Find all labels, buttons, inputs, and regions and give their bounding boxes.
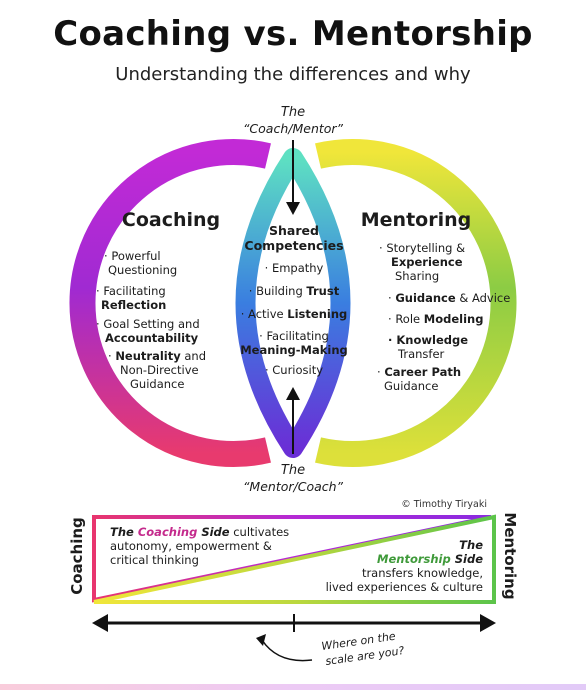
top-label-line1: The — [281, 105, 305, 120]
mentoring-item-5-line2: Guidance — [384, 379, 438, 393]
mentorship-side-line4: lived experiences & culture — [326, 580, 483, 594]
shared-item-listening: · Active Listening — [241, 307, 348, 321]
mentorship-side-line1: The — [459, 538, 483, 552]
mentorship-side-triangle — [93, 514, 496, 604]
shared-item-trust: · Building Trust — [249, 284, 340, 298]
mentoring-item-5-line1: · Career Path — [377, 365, 461, 379]
mentoring-item-1-line1: · Storytelling & — [379, 241, 465, 255]
scale-left-arrowhead — [92, 614, 108, 632]
coaching-circle-arc — [69, 139, 271, 467]
coaching-item-2-line2: Reflection — [101, 298, 166, 312]
scale-right-label: Mentoring — [501, 512, 519, 599]
scale-left-label: Coaching — [68, 517, 86, 595]
bottom-gradient-strip — [0, 684, 586, 690]
coaching-item-1-line1: · Powerful — [104, 249, 161, 263]
bottom-label-line2: “Mentor/Coach” — [243, 479, 344, 494]
scale-right-arrowhead — [480, 614, 496, 632]
mentoring-item-4-line1: · Knowledge — [388, 333, 468, 347]
mentoring-item-2: · Guidance & Advice — [388, 291, 510, 305]
question-arrowhead — [256, 634, 266, 646]
shared-item-empathy: · Empathy — [265, 261, 324, 275]
question-curved-arrow — [261, 639, 313, 662]
coaching-item-1-line2: Questioning — [108, 263, 177, 277]
coaching-item-4-line2: Non-Directive — [120, 363, 199, 377]
coaching-item-3-line1: · Goal Setting and — [96, 317, 200, 331]
coaching-item-3-line2: Accountability — [105, 331, 199, 345]
shared-item-meaning-line1: · Facilitating — [259, 329, 329, 343]
coaching-side-line2: autonomy, empowerment & — [110, 539, 272, 553]
shared-item-meaning-line2: Meaning-Making — [240, 343, 348, 357]
credit-text: © Timothy Tiryaki — [401, 499, 487, 510]
coaching-item-2-line1: · Facilitating — [96, 284, 166, 298]
top-arrow-head — [286, 202, 300, 215]
mentoring-list: · Storytelling & Experience Sharing · Gu… — [377, 241, 510, 393]
mentorship-side-line3: transfers knowledge, — [362, 566, 483, 580]
page-title: Coaching vs. Mentorship — [53, 14, 533, 54]
shared-heading-line1: Shared — [269, 223, 319, 238]
mentoring-item-4-line2: Transfer — [397, 347, 445, 361]
top-label-line2: “Coach/Mentor” — [243, 121, 344, 136]
coaching-side-line3: critical thinking — [110, 553, 199, 567]
mentoring-item-1-line3: Sharing — [395, 269, 439, 283]
coaching-item-4-line3: Guidance — [130, 377, 184, 391]
shared-list: · Empathy · Building Trust · Active List… — [240, 261, 348, 377]
mentoring-item-3: · Role Modeling — [388, 312, 483, 326]
coaching-heading: Coaching — [122, 209, 220, 231]
bottom-arrow-head — [286, 387, 300, 400]
mentorship-side-line2: Mentorship Side — [377, 552, 483, 566]
coaching-side-line1: The Coaching Side cultivates — [110, 525, 289, 539]
mentoring-circle-arc — [315, 139, 517, 467]
shared-item-curiosity: · Curiosity — [265, 363, 323, 377]
mentoring-heading: Mentoring — [361, 209, 471, 231]
scale-graphic: Coaching Mentoring The Coaching Side cul… — [68, 512, 519, 668]
mentoring-item-1-line2: Experience — [391, 255, 463, 269]
page-subtitle: Understanding the differences and why — [115, 64, 471, 85]
coaching-list: · Powerful Questioning · Facilitating Re… — [96, 249, 206, 391]
shared-heading-line2: Competencies — [244, 238, 343, 253]
bottom-label-line1: The — [281, 463, 305, 478]
coaching-item-4-line1: · Neutrality and — [108, 349, 206, 363]
